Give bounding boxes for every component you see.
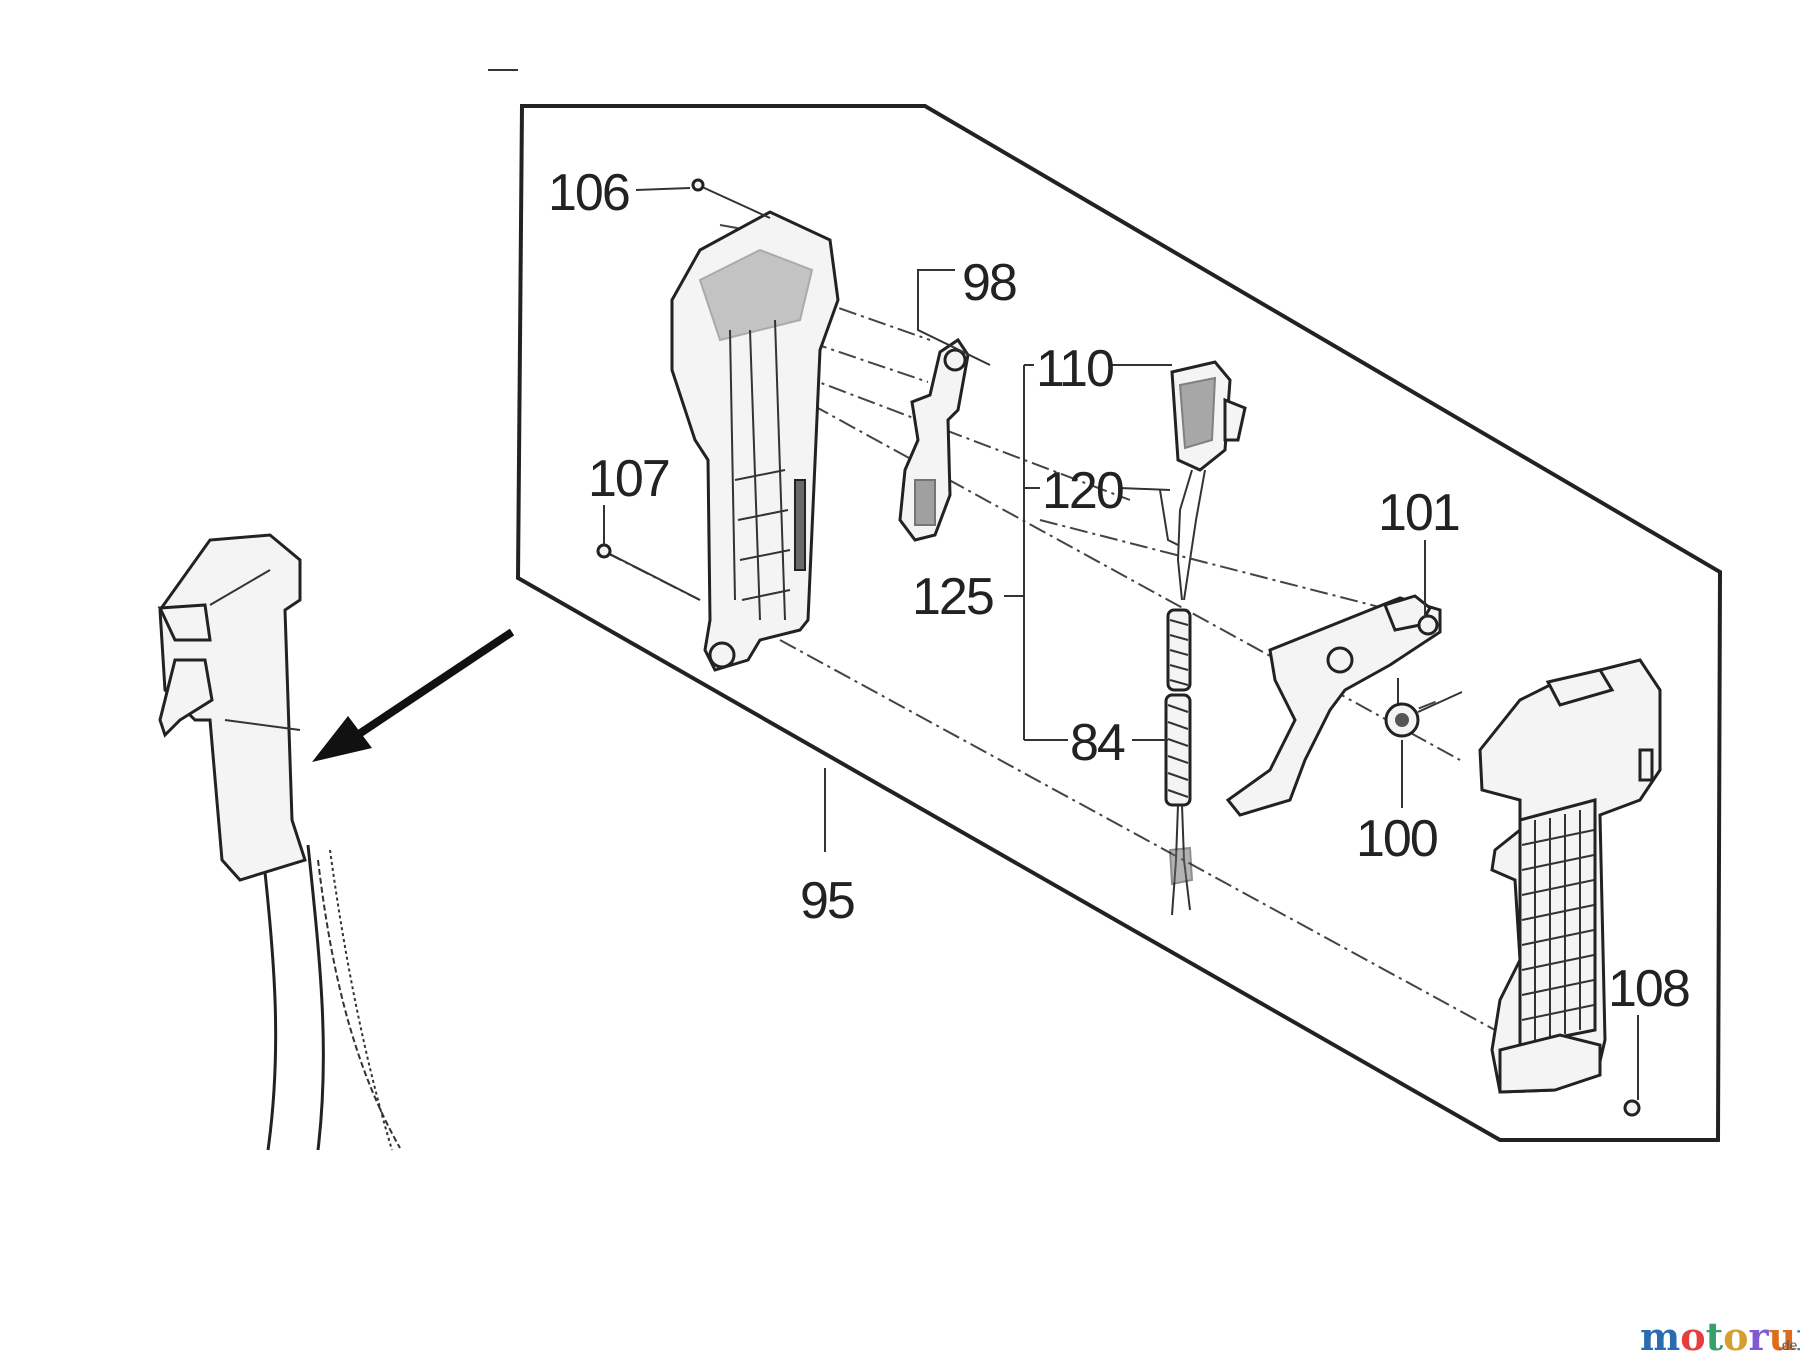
- switch-lever-part: [898, 337, 970, 542]
- label-100: 100: [1356, 810, 1437, 868]
- label-125: 125: [912, 568, 993, 626]
- handle-half-shell-part: [670, 210, 840, 672]
- screw-106: [691, 178, 771, 219]
- label-108: 108: [1608, 960, 1689, 1018]
- small-spring-part: [1384, 678, 1463, 738]
- watermark-letter: t: [1706, 1314, 1724, 1359]
- watermark-letter: u: [1769, 1314, 1797, 1359]
- watermark-letter: o: [1680, 1314, 1705, 1359]
- assembly-arrow: [312, 628, 515, 762]
- label-101: 101: [1378, 484, 1459, 542]
- switch-spring-part: [1159, 360, 1247, 916]
- watermark-tld: .de: [1778, 1337, 1798, 1353]
- label-95: 95: [800, 872, 854, 930]
- watermark-letter: r: [1749, 1314, 1770, 1359]
- screw-107: [596, 543, 701, 601]
- watermark-letter: f: [1796, 1314, 1800, 1359]
- label-107: 107: [588, 450, 669, 508]
- label-106: 106: [548, 164, 629, 222]
- label-98: 98: [962, 254, 1016, 312]
- callout-lines: [603, 187, 1639, 1100]
- label-110: 110: [1036, 340, 1113, 398]
- label-84: 84: [1070, 714, 1125, 772]
- label-120: 120: [1042, 462, 1123, 520]
- watermark-letter: m: [1640, 1314, 1680, 1359]
- part-labels: 106 98 110 120 125 84 107 101 100 95 108: [548, 164, 1691, 1018]
- handle-grip-part: [1478, 658, 1662, 1094]
- screw-108: [1623, 1099, 1641, 1117]
- panel-outline: [515, 104, 1723, 1142]
- svg-text:motoruf: motoruf: [1640, 1314, 1800, 1359]
- motoruf-watermark: motoruf .de: [1640, 1314, 1800, 1359]
- assembled-handle: [157, 533, 401, 1151]
- watermark-letter: o: [1723, 1314, 1748, 1359]
